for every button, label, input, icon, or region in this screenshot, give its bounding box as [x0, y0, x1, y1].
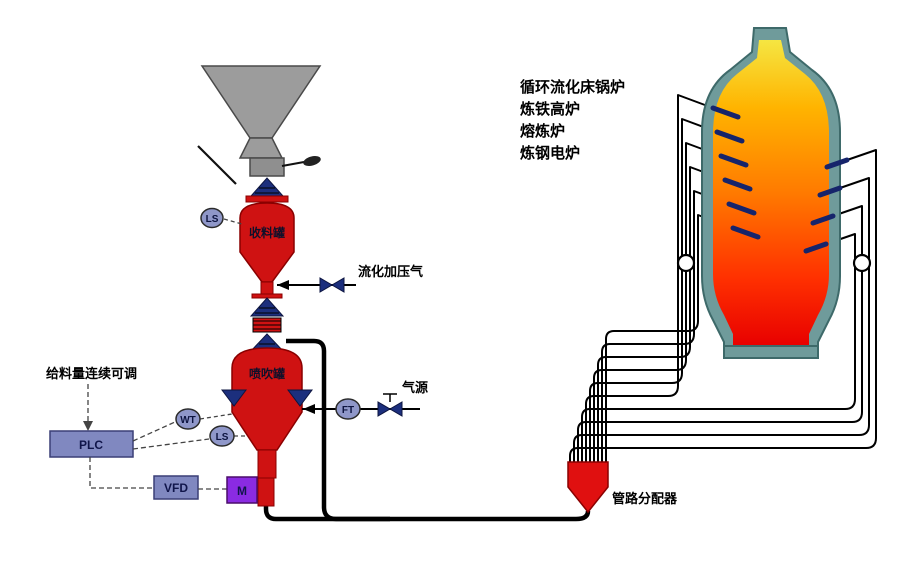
- handwheel-stem: [281, 161, 305, 167]
- flow-arrow-icon: [277, 280, 289, 290]
- lance-icon: [824, 157, 850, 170]
- pipe-line: [589, 118, 753, 462]
- lance-icon: [730, 225, 761, 240]
- rotary-feeder-body: [257, 477, 275, 507]
- ft-circle: [335, 398, 361, 420]
- ls-upper-circle: [200, 207, 224, 229]
- hopper-collar: [238, 137, 284, 159]
- distributor-label: 管路分配器: [612, 491, 678, 506]
- pipe-line: [605, 214, 769, 462]
- application-list: 循环流化床锅炉 炼铁高炉 熔炼炉 炼钢电炉: [520, 78, 625, 162]
- pipe-loop-icon: [676, 253, 696, 273]
- application-item: 熔炼炉: [520, 122, 565, 140]
- instrument-wt: WT: [175, 408, 233, 430]
- injection-lances: [710, 105, 850, 254]
- instrument-ls-lower: LS: [209, 425, 248, 447]
- main-conveying-pipe: [263, 504, 591, 522]
- distributor-shape: [567, 461, 609, 514]
- tank-flange: [245, 195, 289, 203]
- ls-lower-circle: [209, 425, 235, 447]
- wt-circle: [175, 408, 201, 430]
- pipe-line: [593, 142, 757, 462]
- motor-label: M: [237, 484, 247, 498]
- control-link: [132, 438, 210, 450]
- handwheel-icon: [303, 156, 321, 166]
- wt-label: WT: [180, 415, 196, 426]
- plc-label: PLC: [79, 438, 103, 452]
- conveying-pipeline: [263, 338, 591, 522]
- instrument-link: [199, 413, 233, 420]
- distributor-group: 管路分配器: [567, 461, 678, 514]
- receiving-tank-label: 收料罐: [249, 225, 285, 240]
- inlet-dome-valve: [249, 177, 285, 197]
- lance-icon: [817, 185, 843, 198]
- pipe-line: [597, 166, 761, 462]
- arrow-down-icon: [83, 421, 93, 431]
- pipe-loops: [676, 253, 872, 273]
- fluidizing-cone-icon: [221, 389, 247, 407]
- pipe-loop-icon: [852, 253, 872, 273]
- lance-icon: [726, 201, 757, 216]
- slide-valve-body: [249, 157, 285, 177]
- lance-icon: [714, 129, 745, 144]
- gas-source-line: FT 气源: [302, 380, 428, 420]
- fluidizing-gas-line: 流化加压气: [277, 264, 423, 293]
- pipe-line: [601, 190, 765, 462]
- distribution-pipes: [569, 94, 877, 462]
- motor-box: [226, 476, 258, 504]
- intertank-assembly: [248, 281, 286, 353]
- furnace: [701, 27, 841, 359]
- dome-valve-icon: [249, 297, 285, 317]
- ft-label: FT: [342, 405, 354, 416]
- pipe-line: [581, 233, 856, 462]
- pipe-line: [573, 177, 870, 462]
- pipe-line: [569, 149, 877, 462]
- lance-icon: [803, 241, 829, 254]
- valve-bowtie-icon: [377, 401, 391, 417]
- lance-icon: [722, 177, 753, 192]
- fluidizing-gas-label: 流化加压气: [358, 264, 423, 279]
- hopper-funnel: [200, 65, 322, 139]
- injection-tank-body: [231, 347, 303, 451]
- injection-tank-label: 喷吹罐: [249, 366, 285, 381]
- lance-icon: [810, 213, 836, 226]
- flow-arrow-icon: [303, 404, 315, 414]
- control-link: [132, 421, 176, 442]
- furnace-flame: [713, 40, 829, 346]
- plc-box: [49, 430, 134, 458]
- valve-bowtie-icon: [319, 277, 333, 293]
- receiving-tank-body: [239, 202, 295, 283]
- gas-source-label: 气源: [402, 380, 428, 395]
- application-item: 循环流化床锅炉: [520, 78, 625, 96]
- instrument-link: [223, 218, 243, 225]
- application-item: 炼钢电炉: [520, 144, 580, 162]
- application-item: 炼铁高炉: [520, 100, 580, 118]
- pipe-line: [585, 94, 749, 462]
- control-link: [89, 457, 154, 489]
- vfd-box: [153, 475, 199, 500]
- vfd-label: VFD: [164, 481, 188, 495]
- feed-hopper: [197, 65, 322, 185]
- instrument-ls-upper: LS: [200, 207, 243, 229]
- lance-icon: [710, 105, 741, 120]
- pipe-line: [577, 205, 863, 462]
- control-system: 给料量连续可调 PLC VFD M: [46, 366, 258, 504]
- valve-bowtie-icon: [389, 401, 403, 417]
- tank-outlet: [257, 449, 277, 479]
- ls-upper-label: LS: [206, 214, 219, 225]
- fluidizing-cone-icon: [287, 389, 313, 407]
- valve-bowtie-icon: [331, 277, 345, 293]
- receiving-tank-group: 收料罐: [239, 195, 295, 283]
- lance-icon: [718, 153, 749, 168]
- valve-lever-icon: [197, 145, 237, 185]
- connect-pipe: [260, 281, 274, 295]
- injection-tank-group: 喷吹罐: [221, 347, 313, 507]
- feed-note-label: 给料量连续可调: [46, 366, 137, 381]
- ls-lower-label: LS: [216, 432, 229, 443]
